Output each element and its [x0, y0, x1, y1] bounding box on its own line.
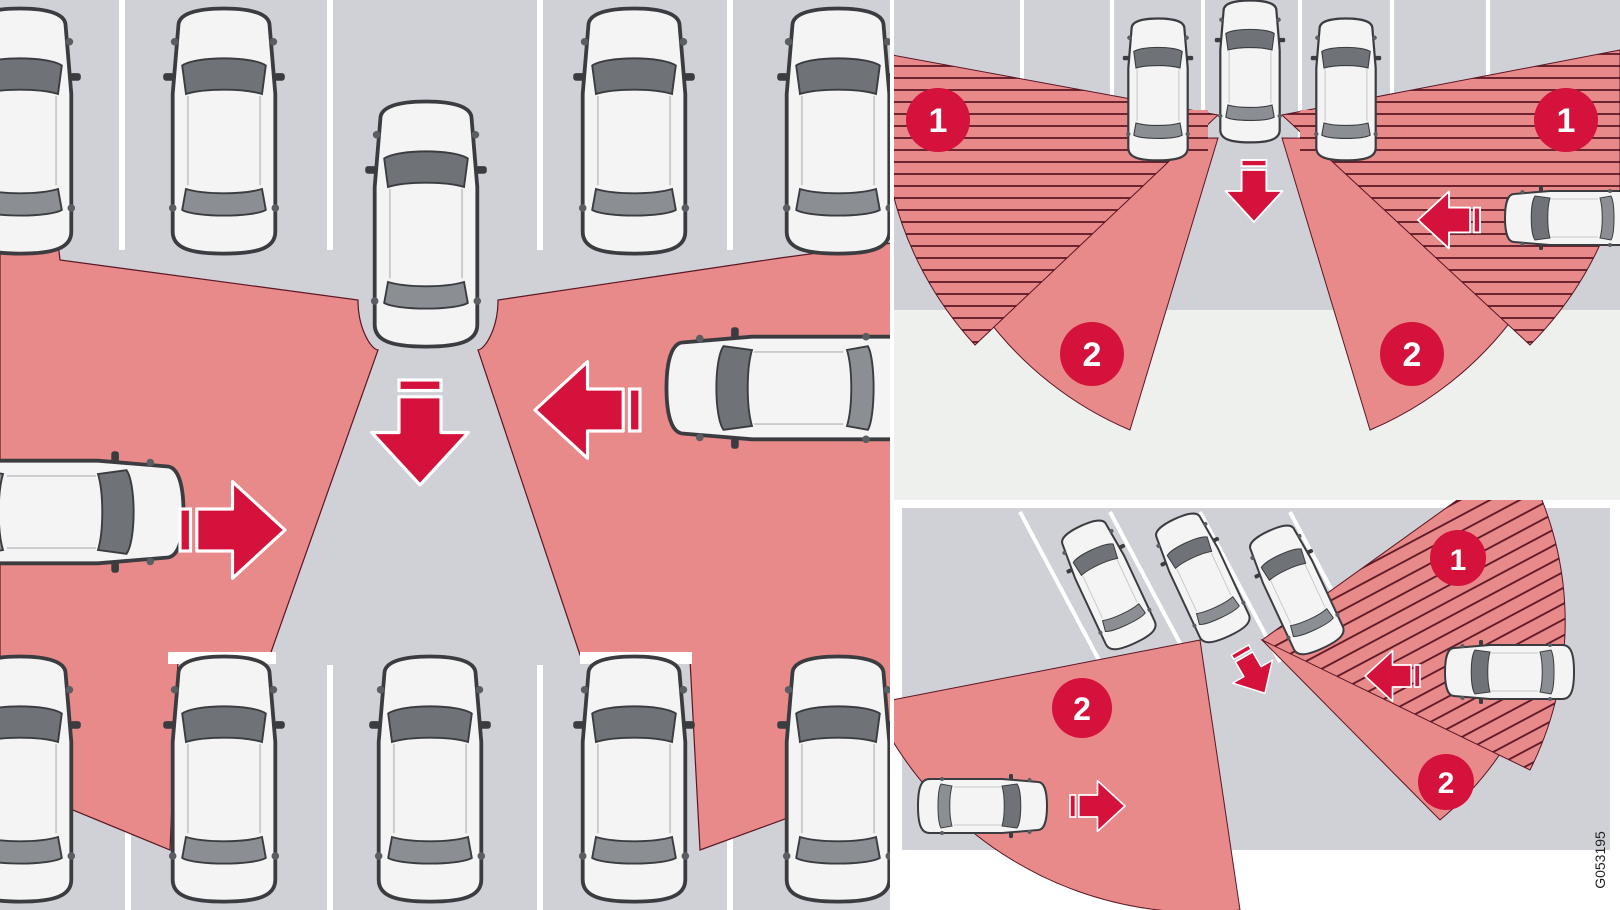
car-icon [0, 449, 186, 575]
zone-2-label: 2 [1083, 336, 1102, 374]
zone-number-badge: 2 [1380, 322, 1444, 386]
car-icon [1121, 17, 1195, 162]
panel-divider [890, 0, 894, 910]
zone-number-badge: 1 [1534, 88, 1598, 152]
car-icon [1213, 0, 1287, 144]
car-icon [0, 654, 83, 904]
zone-number-badge: 2 [1060, 322, 1124, 386]
car-icon [917, 773, 1048, 839]
car-icon [161, 6, 287, 256]
zone-number-badge: 1 [1430, 530, 1486, 586]
car-icon [571, 6, 697, 256]
zone-2-label: 2 [1073, 691, 1091, 727]
parking-lines-top [119, 0, 733, 250]
zone-number-badge: 2 [1052, 678, 1112, 738]
car-icon [363, 99, 489, 349]
detection-zone-1-lower-right [1261, 500, 1566, 771]
car-icon [1444, 639, 1575, 705]
top-right-panel-parking-lot [892, 0, 1620, 500]
car-icon [775, 654, 892, 904]
car-icon [1504, 185, 1620, 251]
car-icon [775, 6, 892, 256]
zone-2-label: 2 [1403, 336, 1422, 374]
bottom-right-panel-angled-parking [892, 500, 1620, 910]
left-panel-parking-lot [0, 0, 892, 910]
zone-1-label: 1 [1557, 102, 1576, 140]
car-icon [367, 654, 493, 904]
car-icon [1309, 17, 1383, 162]
zone-number-badge: 2 [1418, 754, 1474, 810]
zone-number-badge: 1 [906, 88, 970, 152]
car-icon [664, 325, 892, 451]
figure-id: G053195 [1592, 831, 1608, 889]
zone-2-label: 2 [1438, 767, 1455, 800]
detection-zone-2-lower-left [892, 639, 1241, 910]
car-icon [571, 654, 697, 904]
car-icon [0, 6, 83, 256]
zone-1-label: 1 [929, 102, 948, 140]
car-icon [161, 654, 287, 904]
zone-1-label: 1 [1450, 544, 1467, 577]
